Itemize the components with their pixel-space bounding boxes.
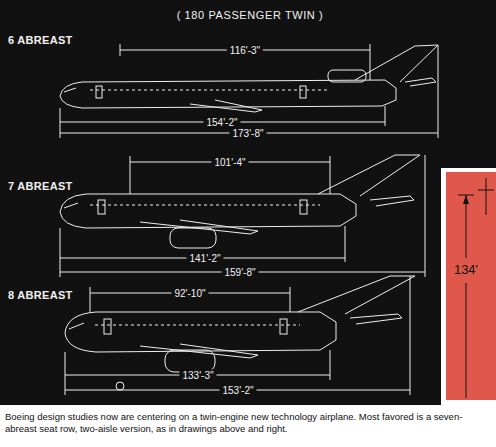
dimension-label: 159'-8" xyxy=(221,267,258,278)
dimension-label: 133'-3" xyxy=(179,370,216,381)
dimension-label: 116'-3" xyxy=(227,45,263,56)
dimension-label: 154'-2" xyxy=(203,117,240,128)
config-label: 7 ABREAST xyxy=(8,180,73,192)
figure-caption: Boeing design studies now are centering … xyxy=(5,411,491,435)
dimension-label: 173'-8" xyxy=(229,128,266,139)
config-label: 6 ABREAST xyxy=(8,34,73,46)
dimension-label: 92'-10" xyxy=(171,288,208,299)
diagram-title: ( 180 PASSENGER TWIN ) xyxy=(177,9,324,21)
dimension-label: 134' xyxy=(452,262,480,278)
dimension-label: 153'-2" xyxy=(219,385,256,396)
config-label: 8 ABREAST xyxy=(8,289,73,301)
dimension-label: 141'-2" xyxy=(186,253,223,264)
dimension-label: 101'-4" xyxy=(211,157,248,168)
